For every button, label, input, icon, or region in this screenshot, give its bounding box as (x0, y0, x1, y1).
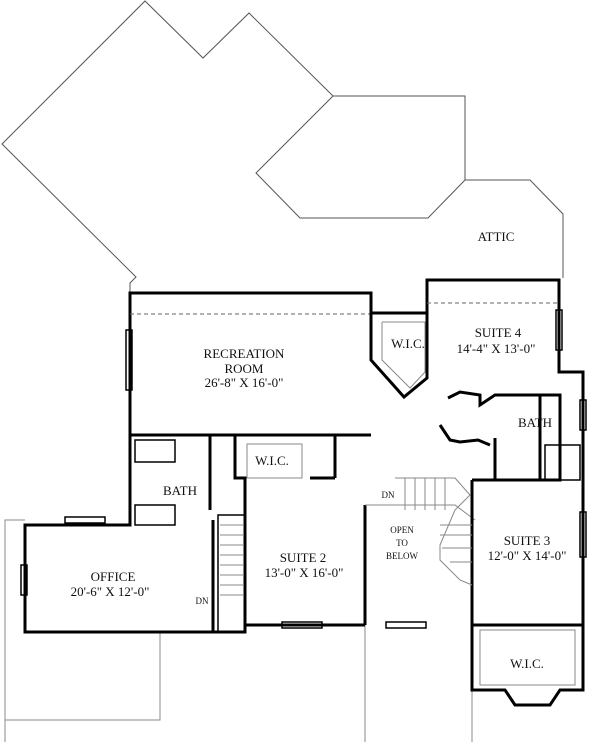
bath-suite4-label: BATH (518, 415, 552, 430)
suite4-label: SUITE 4 (475, 325, 522, 340)
walls (23, 278, 585, 707)
windows (20, 309, 587, 629)
recreation-room-label: RECREATION (204, 346, 286, 361)
suite2-size: 13'-0" X 16'-0" (265, 565, 344, 580)
wic-suite2-label: W.I.C. (255, 453, 289, 468)
open-below-label-3: BELOW (386, 551, 418, 561)
wic-suite4-label: W.I.C. (391, 336, 425, 351)
main-stair-dn-label: DN (382, 490, 395, 500)
office-label: OFFICE (91, 569, 136, 584)
rear-stair (220, 524, 243, 596)
wic-suite3-label: W.I.C. (510, 656, 544, 671)
roof-hex-outline (255, 95, 466, 219)
attic-label: ATTIC (478, 229, 515, 244)
recreation-room-size: 26'-8" X 16'-0" (205, 375, 284, 390)
office-size: 20'-6" X 12'-0" (71, 584, 150, 599)
open-below-label-1: OPEN (390, 525, 414, 535)
suite3-size: 12'-0" X 14'-0" (488, 548, 567, 563)
suite3-label: SUITE 3 (504, 533, 551, 548)
open-below-label-2: TO (396, 538, 408, 548)
suite2-label: SUITE 2 (280, 550, 327, 565)
main-stair (395, 477, 473, 586)
rear-stair-dn-label: DN (196, 596, 209, 606)
roof-outline (1, 0, 564, 292)
bath-left-label: BATH (163, 483, 197, 498)
suite4-size: 14'-4" X 13'-0" (457, 341, 536, 356)
recreation-room-label-2: ROOM (224, 361, 263, 376)
